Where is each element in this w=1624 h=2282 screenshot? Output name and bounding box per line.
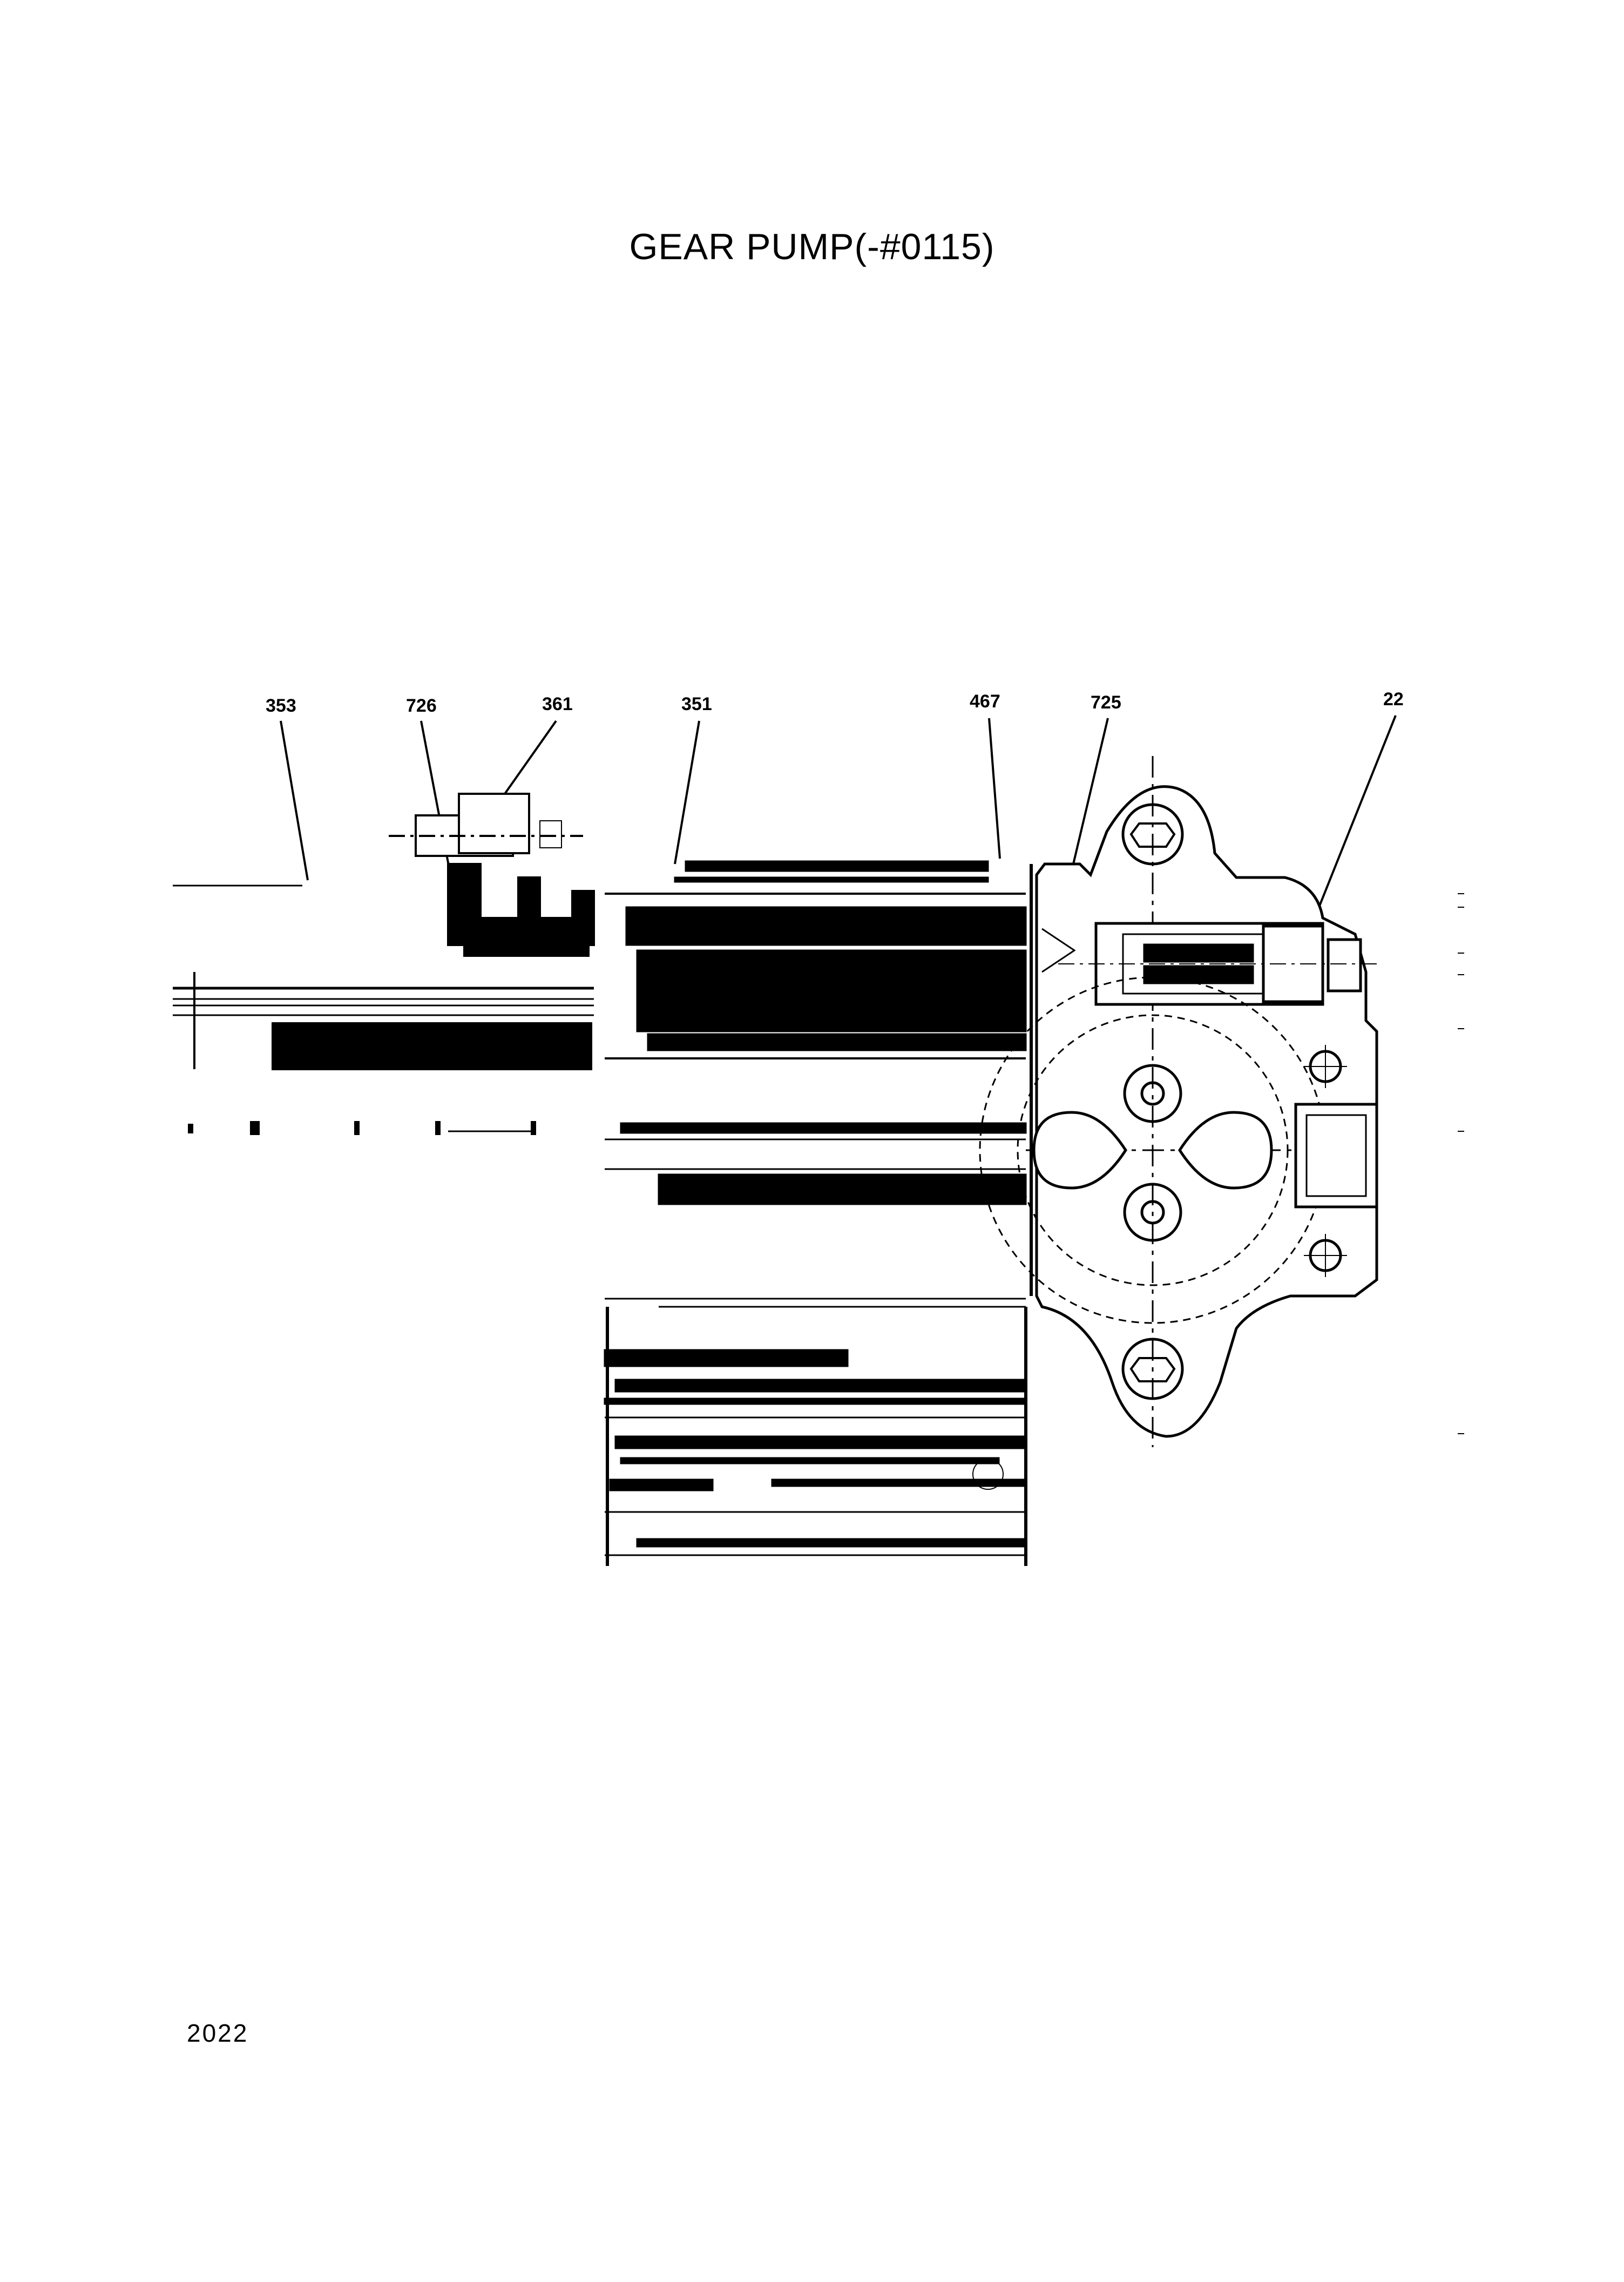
center-section <box>604 860 1027 1566</box>
leader-351 <box>674 720 700 865</box>
leader-725 <box>1072 718 1109 865</box>
leader-353 <box>280 720 309 881</box>
callout-725: 725 <box>1091 692 1121 713</box>
left-section <box>173 793 595 1135</box>
right-end-cover <box>979 756 1382 1447</box>
page-number: 2022 <box>187 2019 249 2047</box>
callout-726: 726 <box>406 696 437 716</box>
callout-467: 467 <box>970 691 1000 712</box>
leader-361 <box>504 720 557 795</box>
leader-467 <box>988 718 1001 859</box>
callout-361: 361 <box>542 694 573 714</box>
page-title: GEAR PUMP(-#0115) <box>629 226 995 267</box>
callout-22: 22 <box>1383 689 1404 710</box>
callout-351: 351 <box>681 694 712 714</box>
leader-726 <box>420 720 455 892</box>
callout-353: 353 <box>266 696 296 716</box>
leader-22 <box>1314 715 1397 919</box>
margin-marks <box>1458 893 1464 1434</box>
